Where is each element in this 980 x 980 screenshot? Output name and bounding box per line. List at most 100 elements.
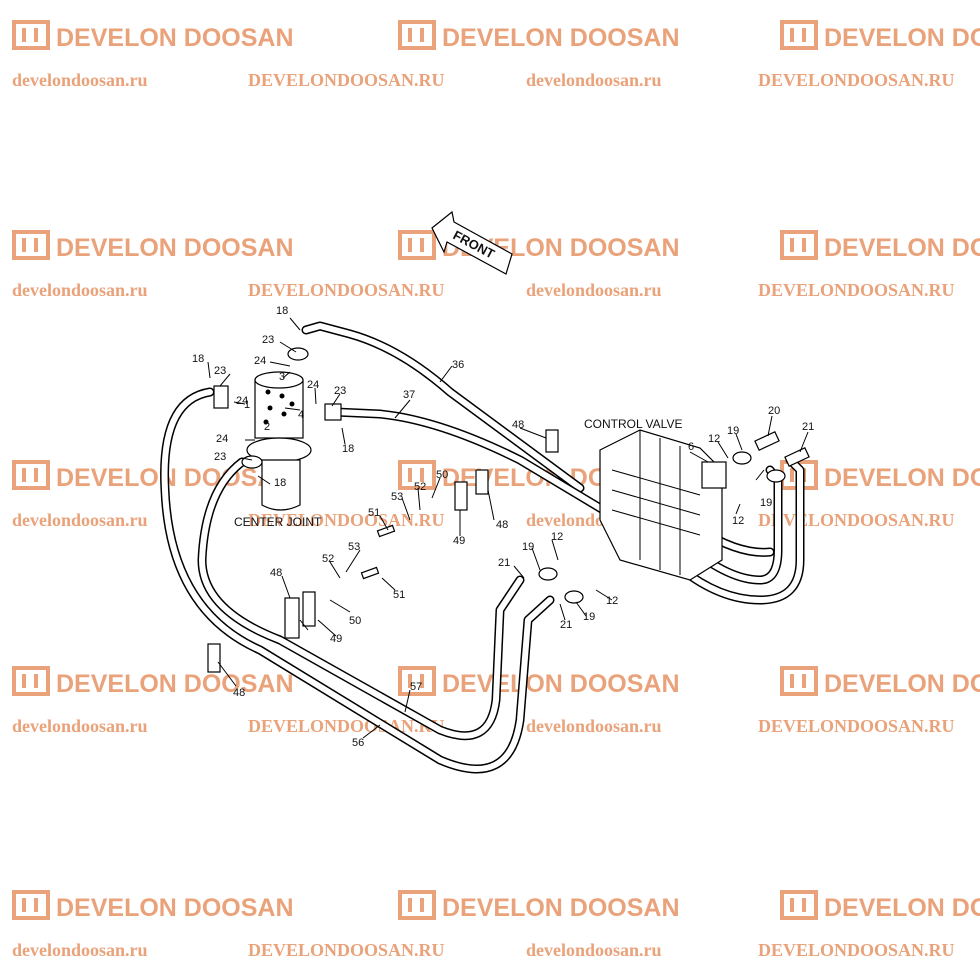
callout-number: 51 [393,589,405,601]
watermark-site-text: DEVELONDOOSAN.RU [248,940,445,960]
fittings [207,347,810,673]
callout-number: 20 [768,405,780,417]
watermark-brand-text: DEVELON DOOSAN [824,234,980,262]
callout-number: 21 [802,421,814,433]
watermark-site-text: DEVELONDOOSAN.RU [758,510,955,530]
callout-number: 51 [368,507,380,519]
watermark-site-text: develondoosan.ru [12,70,148,90]
callout-number: 50 [349,615,361,627]
watermark-site-text: develondoosan.ru [526,70,662,90]
watermark-brand-text: DEVELON DOOSAN [56,670,294,698]
callout-number: 48 [512,419,524,431]
control-valve-label: CONTROL VALVE [584,417,682,431]
watermark-layer: DEVELON DOOSAN DEVELON DOOSAN DEVELON DOOS… [12,20,980,960]
watermark-site-text: DEVELONDOOSAN.RU [758,940,955,960]
callout-number: 50 [436,469,448,481]
callout-number: 56 [352,737,364,749]
watermark-logo-icon [12,230,50,260]
watermark-brand-text: DEVELON DOOSAN [56,894,294,922]
watermark-site-text: DEVELONDOOSAN.RU [758,280,955,300]
watermark-logo-icon [398,460,436,490]
watermark-site-text: develondoosan.ru [526,716,662,736]
callout-number: 21 [560,619,572,631]
watermark-brand: DEVELON DOOSAN [780,890,980,922]
callout-number: 23 [334,385,346,397]
callout-number: 24 [254,355,266,367]
watermark-logo-icon [12,20,50,50]
watermark-brand-text: DEVELON DOOSAN [824,670,980,698]
callout-number: 24 [236,395,248,407]
control-valve [599,429,727,581]
watermark-brand: DEVELON DOOSAN [398,20,680,52]
watermark-logo-icon [12,460,50,490]
watermark-logo-icon [780,20,818,50]
watermark-brand-text: DEVELON DOOSAN [824,464,980,492]
watermark-brand: DEVELON DOOSAN [12,20,294,52]
callout-number: 12 [551,531,563,543]
callout-number: 24 [216,433,228,445]
callout-number: 49 [330,633,342,645]
watermark-site-text: DEVELONDOOSAN.RU [248,510,445,530]
watermark-brand: DEVELON DOOSAN [12,230,294,262]
callout-number: 12 [606,595,618,607]
callout-number: 52 [414,481,426,493]
watermark-site-text: develondoosan.ru [12,510,148,530]
callout-number: 12 [732,515,744,527]
watermark-logo-icon [398,230,436,260]
watermark-site-text: DEVELONDOOSAN.RU [758,70,955,90]
callout-number: 18 [192,353,204,365]
watermark-logo-icon [12,890,50,920]
watermark-site-text: develondoosan.ru [526,940,662,960]
watermark-brand-text: DEVELON DOOSAN [824,894,980,922]
watermark-site-text: develondoosan.ru [526,280,662,300]
callout-number: 4 [298,409,304,421]
callout-number: 53 [348,541,360,553]
callout-number: 2 [264,421,270,433]
watermark-site-text: DEVELONDOOSAN.RU [248,70,445,90]
callout-number: 19 [727,425,739,437]
callout-number: 48 [496,519,508,531]
callout-number: 18 [276,305,288,317]
watermark-site-text: develondoosan.ru [12,280,148,300]
callout-number: 1 [244,399,250,411]
watermark-brand-text: DEVELON DOOSAN [442,894,680,922]
center-joint [246,371,312,511]
watermark-brand-text: DEVELON DOOSAN [442,670,680,698]
callout-number: 49 [453,535,465,547]
callout-number: 19 [583,611,595,623]
watermark-brand-text: DEVELON DOOSAN [56,24,294,52]
callout-number: 53 [391,491,403,503]
watermark-logo-icon [780,230,818,260]
callout-number: 19 [522,541,534,553]
callout-number: 37 [403,389,415,401]
watermark-logo-icon [398,20,436,50]
callout-number: 36 [452,359,464,371]
watermark-brand-text: DEVELON DOOSAN [442,24,680,52]
watermark-brand: DEVELON DOOSAN [12,890,294,922]
watermark-site-text: develondoosan.ru [12,716,148,736]
center-joint-label: CENTER JOINT [234,515,322,529]
watermark-logo-icon [780,890,818,920]
watermark-brand-text: DEVELON DOOSAN [824,24,980,52]
watermark-brand-text: DEVELON DOOSAN [56,464,294,492]
watermark-brand: DEVELON DOOSAN [780,230,980,262]
callout-number: 23 [214,365,226,377]
watermark-logo-icon [398,666,436,696]
watermark-brand: DEVELON DOOSAN [780,666,980,698]
watermark-site-text: DEVELONDOOSAN.RU [758,716,955,736]
watermark-brand: DEVELON DOOSAN [398,666,680,698]
watermark-logo-icon [780,666,818,696]
watermark-brand: DEVELON DOOSAN [12,666,294,698]
watermark-logo-icon [12,666,50,696]
leader-lines [207,317,809,739]
callout-number: 23 [262,334,274,346]
watermark-brand: DEVELON DOOSAN [398,890,680,922]
callout-number: 24 [307,379,319,391]
watermark-brand: DEVELON DOOSAN [780,20,980,52]
callout-number: 12 [708,433,720,445]
callout-number: 48 [233,687,245,699]
callout-number: 18 [274,477,286,489]
callout-number: 19 [760,497,772,509]
